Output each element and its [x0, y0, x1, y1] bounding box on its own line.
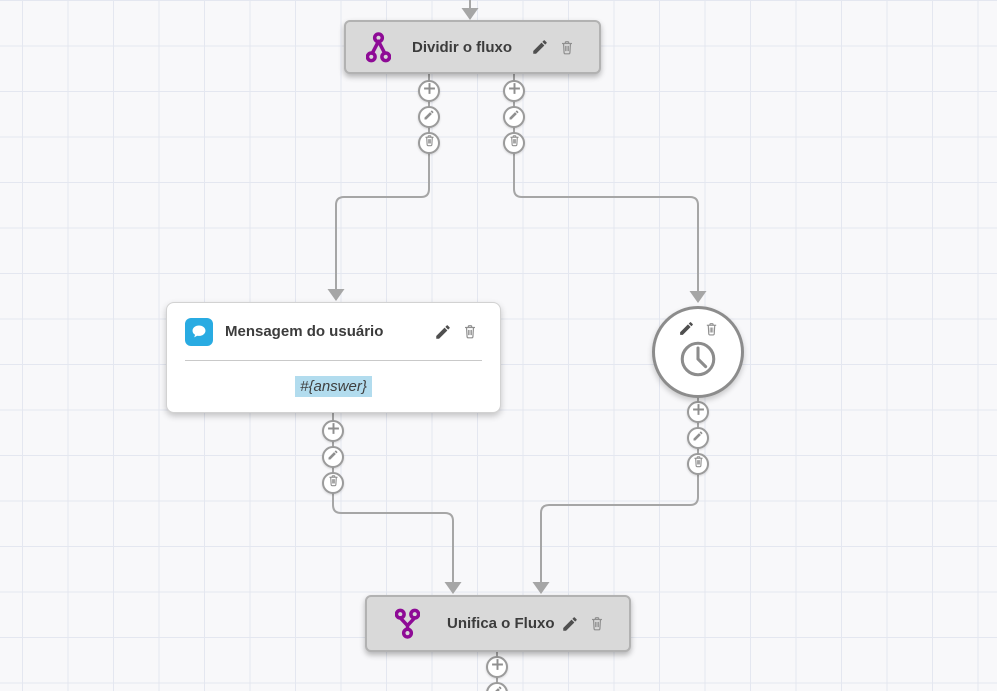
delete-connection-button[interactable]: [687, 453, 709, 475]
pencil-icon: [423, 108, 435, 126]
trash-icon: [508, 134, 521, 152]
edit-icon[interactable]: [678, 320, 695, 337]
add-step-button[interactable]: [503, 80, 525, 102]
delete-icon[interactable]: [589, 615, 605, 632]
delete-connection-button[interactable]: [322, 472, 344, 494]
delete-icon[interactable]: [704, 321, 719, 337]
edit-condition-button[interactable]: [687, 427, 709, 449]
pencil-icon: [692, 429, 704, 447]
edit-condition-button[interactable]: [418, 106, 440, 128]
delete-icon[interactable]: [559, 39, 575, 56]
node-title: Unifica o Fluxo: [447, 615, 555, 632]
delete-icon[interactable]: [462, 323, 478, 340]
plus-icon: [491, 658, 504, 676]
chat-bubble-icon: [185, 317, 213, 346]
trash-icon: [423, 134, 436, 152]
edit-condition-button[interactable]: [503, 106, 525, 128]
edit-icon[interactable]: [434, 323, 452, 341]
node-timer[interactable]: [652, 306, 744, 398]
plus-icon: [327, 422, 340, 440]
edit-icon[interactable]: [561, 615, 579, 633]
node-title: Mensagem do usuário: [225, 323, 384, 340]
split-flow-icon: [366, 31, 391, 63]
edit-icon[interactable]: [531, 38, 549, 56]
node-split-flow[interactable]: Dividir o fluxo: [344, 20, 601, 74]
plus-icon: [692, 403, 705, 421]
plus-icon: [423, 82, 436, 100]
delete-connection-button[interactable]: [418, 132, 440, 154]
pencil-icon: [508, 108, 520, 126]
trash-icon: [692, 455, 705, 473]
variable-chip: #{answer}: [295, 376, 372, 397]
pencil-icon: [491, 684, 503, 691]
add-step-button[interactable]: [687, 401, 709, 423]
pencil-icon: [327, 448, 339, 466]
node-title: Dividir o fluxo: [412, 38, 513, 56]
delete-connection-button[interactable]: [503, 132, 525, 154]
node-merge-flow[interactable]: Unifica o Fluxo: [365, 595, 631, 652]
add-step-button[interactable]: [418, 80, 440, 102]
clock-icon: [677, 338, 719, 385]
add-step-button[interactable]: [486, 656, 508, 678]
add-step-button[interactable]: [322, 420, 344, 442]
node-user-message[interactable]: Mensagem do usuário #{answer}: [166, 302, 501, 413]
divider: [185, 360, 482, 361]
trash-icon: [327, 474, 340, 492]
merge-flow-icon: [395, 608, 420, 639]
plus-icon: [508, 82, 521, 100]
edit-condition-button[interactable]: [322, 446, 344, 468]
